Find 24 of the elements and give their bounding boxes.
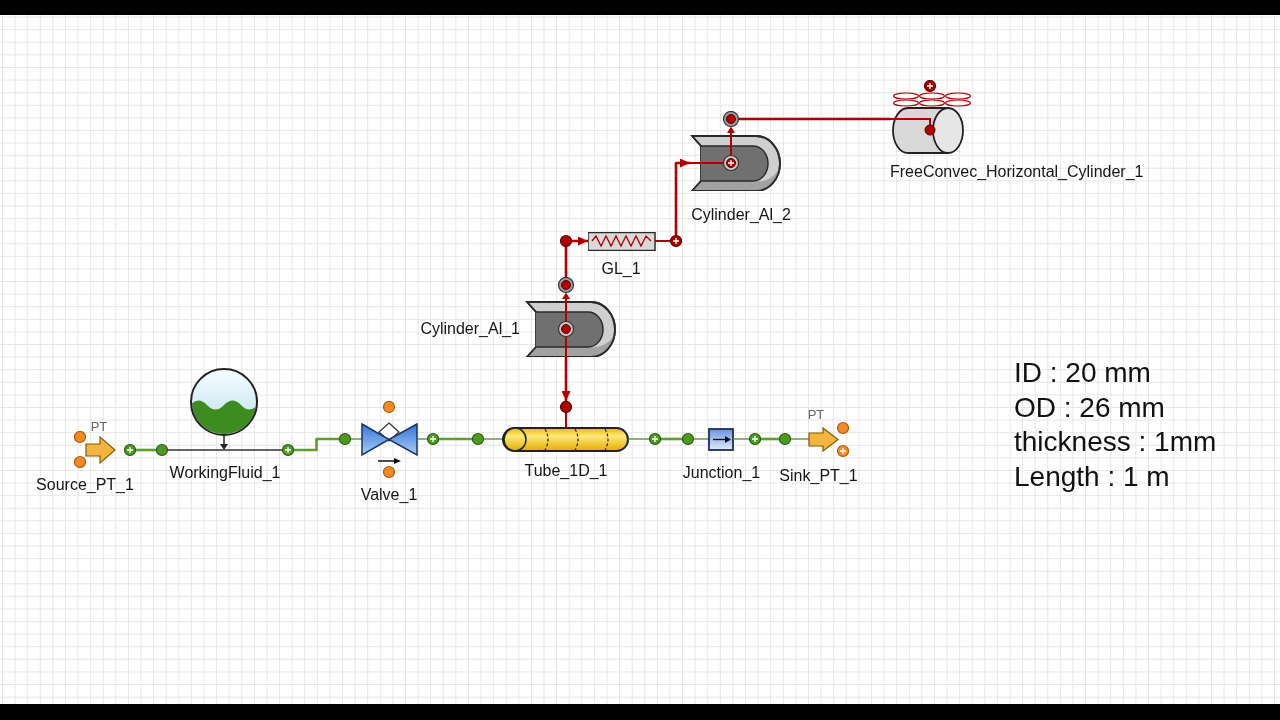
symbol-caption: PT <box>807 408 825 422</box>
component-label: Junction_1 <box>682 463 761 482</box>
component-label: Sink_PT_1 <box>779 466 858 485</box>
component-label: Cylinder_Al_1 <box>420 319 520 338</box>
connector-line <box>136 448 156 452</box>
connector-line <box>439 437 472 441</box>
arrow <box>674 158 690 235</box>
symbol-caption: PT <box>90 420 108 434</box>
arrow <box>564 236 588 277</box>
spec-note: ID : 20 mm <box>1014 357 1151 389</box>
connector-line <box>294 437 339 452</box>
component-label: Cylinder_Al_2 <box>691 205 791 224</box>
connector-line <box>738 117 890 121</box>
component-label: WorkingFluid_1 <box>169 463 281 482</box>
connector-line <box>661 437 682 441</box>
spec-note: Length : 1 m <box>1014 461 1170 493</box>
arrow <box>561 357 571 401</box>
component-label: GL_1 <box>601 259 641 278</box>
component-label: Source_PT_1 <box>36 475 134 494</box>
component-label: Tube_1D_1 <box>524 461 608 480</box>
spec-note: thickness : 1mm <box>1014 426 1217 458</box>
spec-note: OD : 26 mm <box>1014 392 1165 424</box>
component-label: Valve_1 <box>360 485 418 504</box>
component-label: FreeConvec_Horizontal_Cylinder_1 <box>890 162 1144 181</box>
